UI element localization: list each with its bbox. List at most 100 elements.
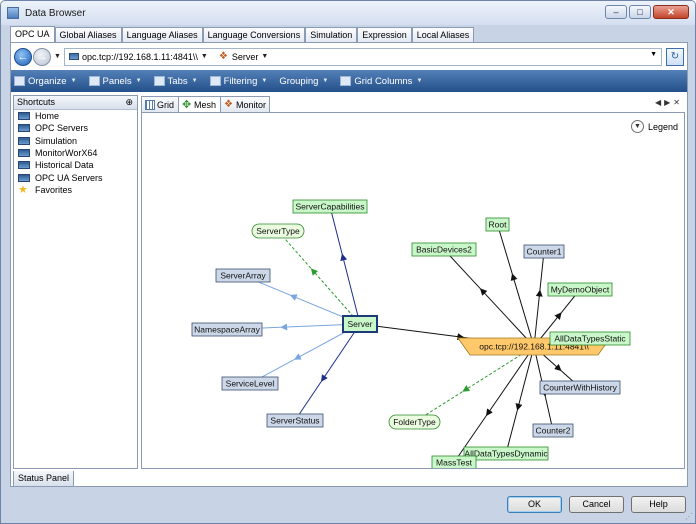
cancel-button[interactable]: Cancel <box>569 496 624 513</box>
chevron-down-icon[interactable]: ▼ <box>200 53 208 60</box>
mesh-node-mydemo[interactable]: MyDemoObject <box>547 282 613 297</box>
mesh-node-root[interactable]: Root <box>485 217 510 232</box>
minimize-button[interactable]: – <box>605 5 627 19</box>
shortcut-home[interactable]: Home <box>14 110 137 122</box>
mesh-node-basicdev[interactable]: BasicDevices2 <box>411 242 477 257</box>
panels-icon <box>88 76 100 86</box>
panels-label: Panels <box>102 75 132 87</box>
mesh-node-server-box <box>342 315 378 333</box>
mesh-node-serverarray-box <box>215 268 271 283</box>
tab-opc-ua[interactable]: OPC UA <box>10 26 55 43</box>
breadcrumb-server[interactable]: ❖ Server ▼ <box>215 51 275 62</box>
star-icon: ★ <box>18 183 28 196</box>
edge-server-servercap-tail <box>329 206 343 254</box>
mesh-node-nsarray[interactable]: NamespaceArray <box>191 322 263 337</box>
chevron-down-icon: ▼ <box>70 78 77 84</box>
mesh-node-servercap[interactable]: ServerCapabilities <box>292 199 368 214</box>
breadcrumb[interactable]: opc.tcp://192.168.1.11:4841\\ ▼ ❖ Server… <box>63 47 662 66</box>
mesh-node-alltypesdyn[interactable]: AllDataTypesDynamic <box>463 446 549 461</box>
pin-icon[interactable]: ⊕ <box>125 97 133 107</box>
tab-expression[interactable]: Expression <box>357 27 412 43</box>
tab-simulation[interactable]: Simulation <box>305 27 358 43</box>
grouping-label: Grouping <box>279 75 319 87</box>
close-button[interactable]: ✕ <box>653 5 689 19</box>
mesh-node-root-box <box>485 217 510 232</box>
legend-label: Legend <box>647 121 678 132</box>
mesh-node-serverarray-label: ServerArray <box>220 271 266 281</box>
mesh-node-servertype[interactable]: ServerType <box>251 223 305 239</box>
chevron-down-icon[interactable]: ▼ <box>261 53 269 60</box>
mesh-canvas[interactable]: ▼ Legend Server opc.tcp://192.168.1.11:48… <box>141 112 685 470</box>
filtering-menu[interactable]: Filtering▼ <box>209 75 268 87</box>
mesh-node-basicdev-label: BasicDevices2 <box>416 245 472 255</box>
mesh-node-endpoint-label: opc.tcp://192.168.1.11:4841\\ <box>479 342 589 352</box>
shortcut-historical-data[interactable]: Historical Data <box>14 159 137 171</box>
filtering-label: Filtering <box>223 75 258 87</box>
window-title: Data Browser <box>25 7 86 19</box>
title-bar[interactable]: Data Browser – □ ✕ <box>1 1 695 25</box>
mesh-node-root-label: Root <box>489 220 508 230</box>
mesh-node-srvstatus[interactable]: ServerStatus <box>266 413 324 428</box>
resize-grip-icon[interactable]: ⋰ <box>685 512 693 521</box>
panels-menu[interactable]: Panels▼ <box>88 75 142 87</box>
tab-global-aliases[interactable]: Global Aliases <box>54 27 122 43</box>
chevron-down-icon: ▼ <box>135 78 142 84</box>
refresh-icon[interactable]: ↻ <box>666 47 684 66</box>
tabs-menu[interactable]: Tabs▼ <box>153 76 198 87</box>
filter-icon <box>209 76 221 86</box>
mesh-node-counter1[interactable]: Counter1 <box>523 244 565 259</box>
grid-icon <box>145 99 155 110</box>
address-dropdown-icon[interactable]: ▼ <box>650 50 657 58</box>
tab-monitor[interactable]: ❖Monitor <box>220 96 270 112</box>
mesh-node-counterhist-label: CounterWithHistory <box>543 383 617 393</box>
breadcrumb-endpoint[interactable]: opc.tcp://192.168.1.11:4841\\ ▼ <box>65 52 215 62</box>
tab-language-conversions[interactable]: Language Conversions <box>202 27 306 43</box>
grouping-menu[interactable]: Grouping▼ <box>279 76 328 87</box>
main-tabs: OPC UA Global Aliases Language Aliases L… <box>10 26 475 43</box>
mesh-node-masstest[interactable]: MassTest <box>431 455 477 470</box>
mesh-node-counterhist[interactable]: CounterWithHistory <box>539 380 621 395</box>
shortcut-opc-servers[interactable]: OPC Servers <box>14 122 137 134</box>
organize-label: Organize <box>28 75 67 87</box>
app-icon <box>7 7 19 19</box>
shortcut-opc-ua-servers[interactable]: OPC UA Servers <box>14 171 137 183</box>
mesh-node-serverarray[interactable]: ServerArray <box>215 268 271 283</box>
organize-menu[interactable]: Organize▼ <box>14 76 77 87</box>
grid-columns-menu[interactable]: Grid Columns▼ <box>340 76 422 87</box>
forward-arrow-icon[interactable]: → <box>33 47 51 66</box>
status-panel-tab[interactable]: Status Panel <box>13 471 75 487</box>
mesh-graph[interactable]: Server opc.tcp://192.168.1.11:4841\\ Serve… <box>142 113 684 470</box>
mesh-node-counter2[interactable]: Counter2 <box>532 423 574 438</box>
history-dropdown-icon[interactable]: ▼ <box>54 53 61 60</box>
mesh-node-svclevel[interactable]: ServiceLevel <box>221 376 279 391</box>
help-button[interactable]: Help <box>631 496 686 513</box>
tab-mesh[interactable]: ✥Mesh <box>178 96 221 112</box>
legend-toggle[interactable]: ▼ Legend <box>630 120 678 133</box>
mesh-node-alltypesstatic[interactable]: AllDataTypesStatic <box>549 331 631 346</box>
shortcut-favorites[interactable]: ★ Favorites <box>14 184 137 196</box>
tab-scroll-controls[interactable]: ◀▶✕ <box>654 98 683 107</box>
chevron-down-icon: ▼ <box>261 78 268 84</box>
edge-server-srvstatus <box>320 323 361 383</box>
tab-language-aliases[interactable]: Language Aliases <box>121 27 203 43</box>
shortcut-simulation[interactable]: Simulation <box>14 135 137 147</box>
shortcut-label: Favorites <box>35 184 73 195</box>
computer-icon <box>68 53 79 60</box>
mesh-node-foldertype[interactable]: FolderType <box>388 414 441 430</box>
monitor-icon <box>18 136 30 145</box>
toolbar: Organize▼ Panels▼ Tabs▼ Filtering▼ Group… <box>11 70 687 92</box>
ok-button[interactable]: OK <box>507 496 562 513</box>
back-arrow-icon[interactable]: ← <box>14 47 32 66</box>
mesh-node-svclevel-label: ServiceLevel <box>226 379 275 389</box>
organize-icon <box>14 76 25 86</box>
tab-local-aliases[interactable]: Local Aliases <box>411 27 475 43</box>
shortcut-monitorworx64[interactable]: MonitorWorX64 <box>14 147 137 159</box>
monitor-icon <box>18 173 30 182</box>
mesh-node-servercap-label: ServerCapabilities <box>296 202 365 212</box>
tab-grid[interactable]: Grid <box>141 96 179 112</box>
mesh-node-server[interactable]: Server <box>342 315 378 333</box>
mesh-node-nsarray-label: NamespaceArray <box>194 325 260 335</box>
shortcut-label: MonitorWorX64 <box>35 148 98 159</box>
maximize-button[interactable]: □ <box>629 5 651 19</box>
mesh-node-alltypesstatic-box <box>549 331 631 346</box>
